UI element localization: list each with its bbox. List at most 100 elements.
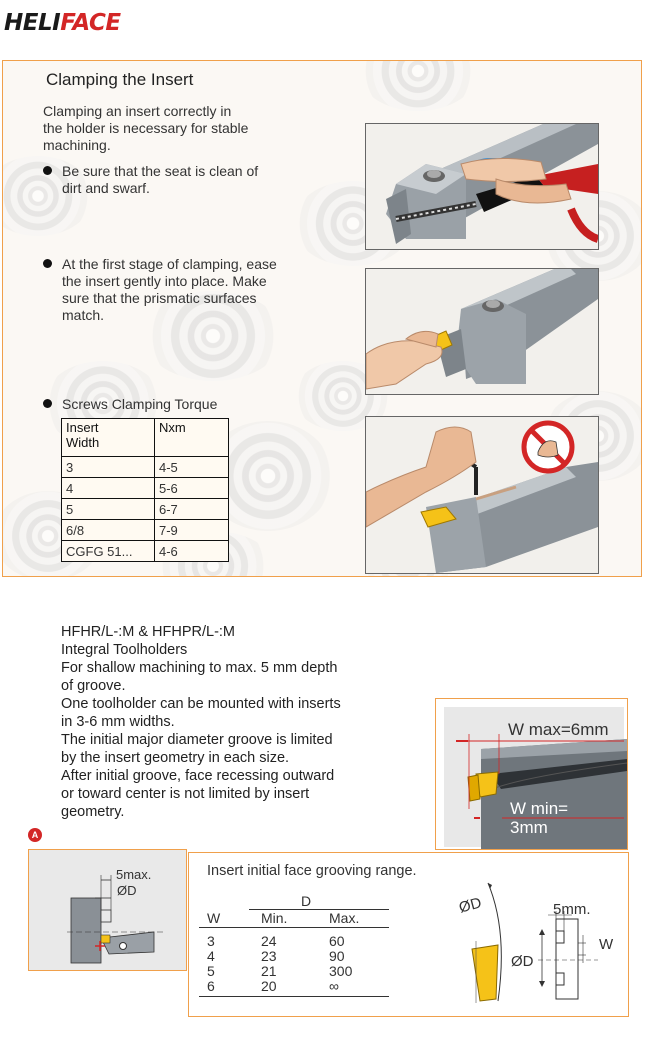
torque-illustration bbox=[366, 420, 598, 573]
intro-text: Clamping an insert correctly in the hold… bbox=[43, 103, 248, 154]
od-side-label: ØD bbox=[511, 953, 534, 970]
table-header-row: Insert Width Nxm bbox=[61, 418, 229, 457]
range-max: 60 bbox=[329, 933, 345, 949]
insert-width-diagram: W max=6mm W min= 3mm bbox=[435, 698, 628, 850]
bullet-dot bbox=[43, 166, 52, 175]
intro-line: Clamping an insert correctly in bbox=[43, 103, 232, 119]
bullet-text: Screws Clamping Torque bbox=[62, 396, 218, 412]
max-depth-label: 5max. bbox=[116, 867, 152, 882]
range-max: ∞ bbox=[329, 978, 339, 994]
clamping-panel: Clamping the Insert Clamping an insert c… bbox=[2, 60, 642, 577]
table-row: 6/8 7-9 bbox=[61, 519, 229, 541]
description-line: geometry. bbox=[61, 804, 125, 820]
description-line: in 3-6 mm widths. bbox=[61, 714, 175, 730]
heliface-logo: HELIFACE bbox=[4, 10, 121, 36]
cell-width: 4 bbox=[61, 477, 155, 499]
cleaning-illustration bbox=[386, 124, 598, 244]
range-min: 21 bbox=[261, 963, 277, 979]
description-line: or toward center is not limited by inser… bbox=[61, 786, 310, 802]
photo-easing-insert bbox=[365, 268, 599, 395]
range-min: 23 bbox=[261, 948, 277, 964]
col-max-header: Max. bbox=[329, 910, 360, 926]
d-header-rule bbox=[249, 909, 389, 910]
header-nxm: Nxm bbox=[154, 418, 229, 457]
bullet-torque: Screws Clamping Torque bbox=[43, 396, 217, 413]
col-min-header: Min. bbox=[261, 910, 288, 926]
photo-torque-warning bbox=[365, 416, 599, 574]
depth-label: 5mm. bbox=[553, 901, 591, 918]
d-header: D bbox=[301, 893, 312, 909]
bullet-text: Be sure that the seat is clean of dirt a… bbox=[62, 163, 258, 197]
range-w: 4 bbox=[207, 948, 215, 964]
header-line: Width bbox=[66, 435, 100, 450]
insert-width-graphic bbox=[444, 707, 627, 849]
cell-torque: 5-6 bbox=[154, 477, 229, 499]
cell-width: 5 bbox=[61, 498, 155, 520]
header-rule bbox=[199, 927, 389, 928]
diameter-label: ØD bbox=[117, 883, 137, 898]
header-line: Insert bbox=[66, 420, 99, 435]
decorative-ring bbox=[358, 61, 478, 111]
description-line: Integral Toolholders bbox=[61, 642, 188, 658]
table-row: CGFG 51... 4-6 bbox=[61, 540, 229, 562]
cell-torque: 6-7 bbox=[154, 498, 229, 520]
face-groove-graphic bbox=[471, 882, 598, 1003]
cell-torque: 4-6 bbox=[154, 540, 229, 562]
bullet-clean-seat: Be sure that the seat is clean of dirt a… bbox=[43, 163, 258, 196]
shallow-groove-graphic bbox=[67, 875, 164, 964]
cell-width: 6/8 bbox=[61, 519, 155, 541]
cell-torque: 7-9 bbox=[154, 519, 229, 541]
w-max-label: W max=6mm bbox=[508, 720, 609, 739]
decorative-ring bbox=[143, 291, 283, 381]
photo-cleaning-seat bbox=[365, 123, 599, 250]
bullet-text: At the first stage of clamping, ease the… bbox=[62, 256, 277, 324]
cell-torque: 4-5 bbox=[154, 456, 229, 478]
description-line: After initial groove, face recessing out… bbox=[61, 768, 335, 784]
intro-line: the holder is necessary for stable bbox=[43, 120, 249, 136]
range-max: 300 bbox=[329, 963, 353, 979]
description-line: One toolholder can be mounted with inser… bbox=[61, 696, 341, 712]
logo-part-heli: HELI bbox=[4, 10, 61, 36]
range-min: 24 bbox=[261, 933, 277, 949]
table-row: 4 5-6 bbox=[61, 477, 229, 499]
w-min-line: 3mm bbox=[510, 818, 548, 837]
bullet-line: sure that the prismatic surfaces bbox=[62, 290, 257, 306]
shallow-groove-diagram: 5max. ØD bbox=[28, 849, 187, 971]
range-title: Insert initial face grooving range. bbox=[207, 863, 417, 879]
toolholder-description: HFHR/L-:M & HFHPR/L-:M Integral Toolhold… bbox=[61, 623, 341, 821]
header-insert-width: Insert Width bbox=[61, 418, 155, 457]
col-w-header: W bbox=[207, 910, 221, 926]
bullet-dot bbox=[43, 399, 52, 408]
cell-width: 3 bbox=[61, 456, 155, 478]
section-title: Clamping the Insert bbox=[46, 70, 194, 89]
range-w: 6 bbox=[207, 978, 215, 994]
w-min-line: W min= bbox=[510, 799, 569, 818]
bullet-line: At the first stage of clamping, ease bbox=[62, 256, 277, 272]
description-line: HFHR/L-:M & HFHPR/L-:M bbox=[61, 624, 235, 640]
marker-a-badge: A bbox=[28, 828, 42, 842]
bullet-line: match. bbox=[62, 307, 105, 323]
description-line: of groove. bbox=[61, 678, 126, 694]
table-row: 5 6-7 bbox=[61, 498, 229, 520]
description-line: For shallow machining to max. 5 mm depth bbox=[61, 660, 338, 676]
range-w: 3 bbox=[207, 933, 215, 949]
cell-width: CGFG 51... bbox=[61, 540, 155, 562]
logo-part-face: FACE bbox=[60, 10, 121, 36]
table-row: 3 4-5 bbox=[61, 456, 229, 478]
intro-line: machining. bbox=[43, 137, 111, 153]
bullet-line: the insert gently into place. Make bbox=[62, 273, 267, 289]
w-label: W bbox=[599, 936, 614, 953]
bullet-line: Be sure that the seat is clean of bbox=[62, 163, 259, 179]
description-line: The initial major diameter groove is lim… bbox=[61, 732, 333, 748]
footer-rule bbox=[199, 996, 389, 997]
torque-table: Insert Width Nxm 3 4-5 4 5-6 5 6-7 6/8 7… bbox=[61, 418, 229, 562]
insert-placement-illustration bbox=[366, 269, 598, 390]
range-w: 5 bbox=[207, 963, 215, 979]
grooving-range-box: Insert initial face grooving range. D W … bbox=[188, 852, 629, 1017]
bullet-first-stage: At the first stage of clamping, ease the… bbox=[43, 256, 277, 323]
range-max: 90 bbox=[329, 948, 345, 964]
w-min-label: W min= 3mm bbox=[510, 799, 568, 837]
bullet-dot bbox=[43, 259, 52, 268]
bullet-line: dirt and swarf. bbox=[62, 180, 150, 196]
range-min: 20 bbox=[261, 978, 277, 994]
